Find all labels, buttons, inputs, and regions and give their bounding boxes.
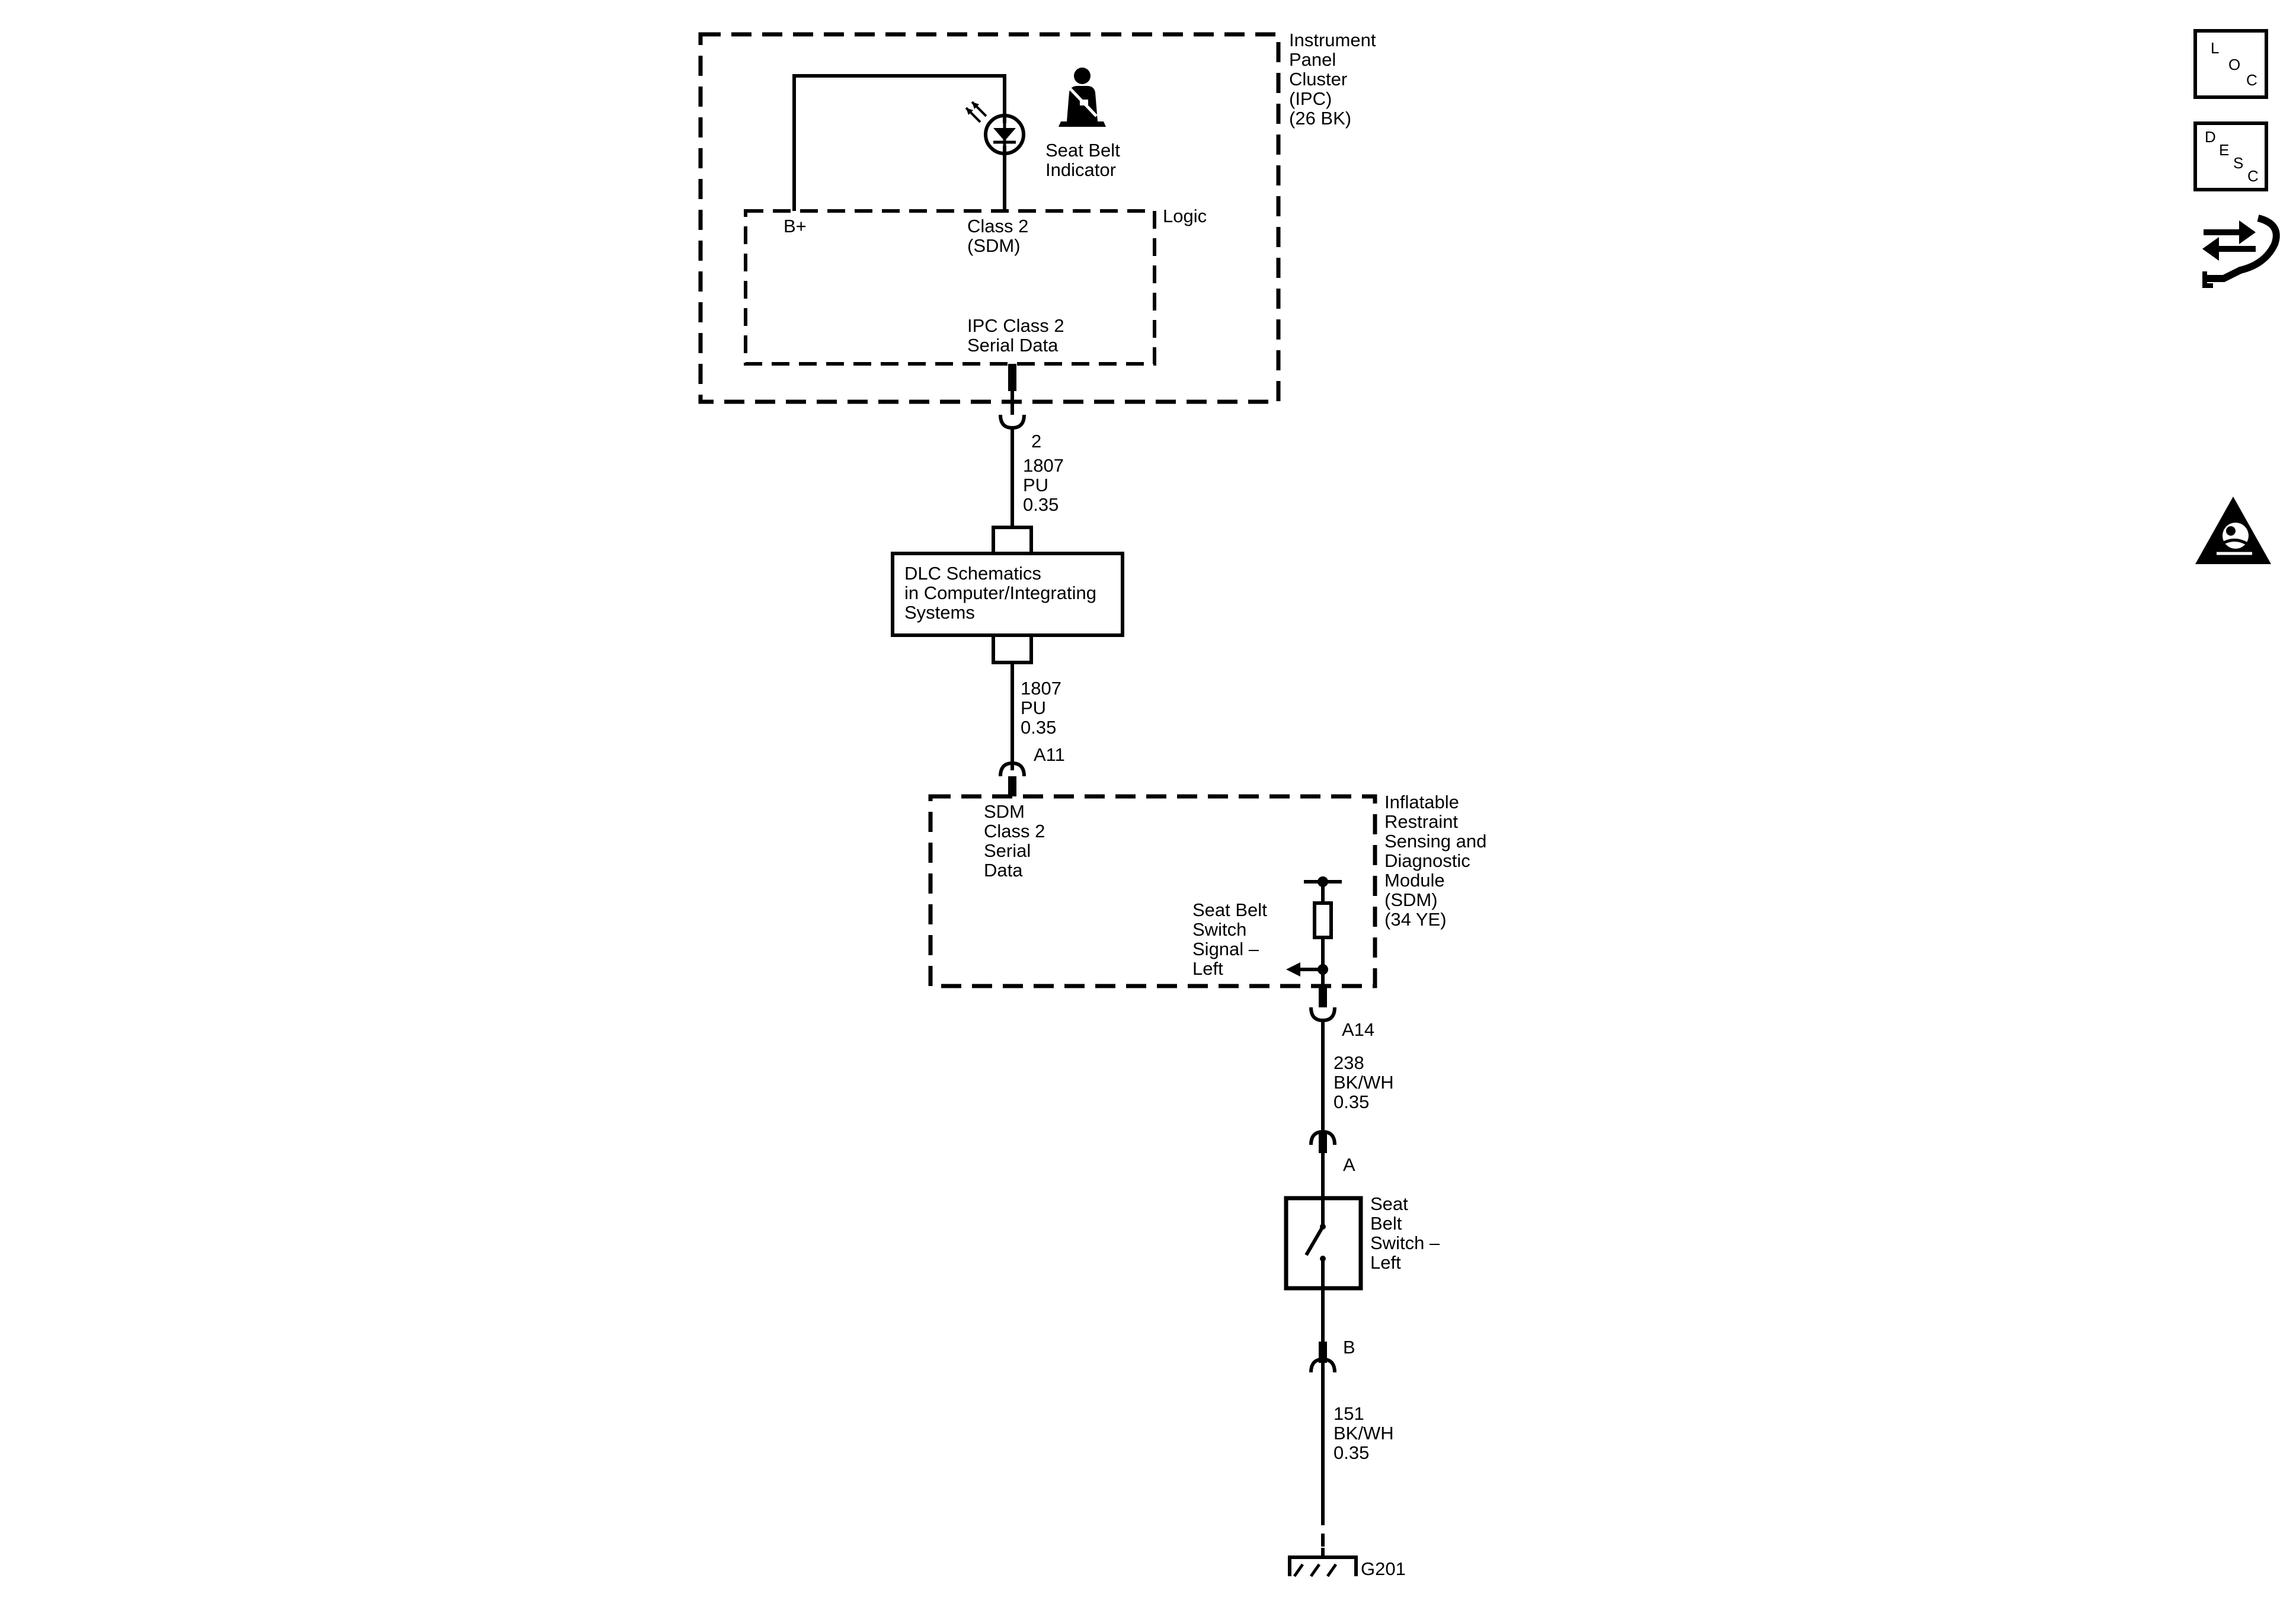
ipc-bplus-label: B+ [784,216,807,236]
airbag-warning-icon[interactable] [2195,497,2271,564]
seat-belt-switch-left: Seat Belt Switch – Left [1284,1193,1445,1291]
connector-b-pin: B [1343,1337,1355,1358]
ipc-class2-label: Class 2 (SDM) [967,216,1034,256]
connector-a-pin: A [1343,1154,1355,1175]
sdm-pullup-resistor [1286,876,1342,986]
sdm-outline [928,794,1377,988]
seat-belt-indicator-lamp [965,101,1025,155]
loc-letter-o: O [2228,56,2240,73]
sdm-serial-label: SDM Class 2 Serial Data [984,801,1050,881]
connector-a11 [999,761,1026,777]
connector-a11-pin: A11 [1034,744,1065,765]
wire-switch-ground-label: 151 BK/WH 0.35 [1334,1403,1399,1463]
wire-switch-to-ground: B 151 BK/WH 0.35 [1309,1288,1399,1548]
desc-button[interactable]: D E S C [2193,121,2268,191]
wire-sdm-to-switch: A14 238 BK/WH 0.35 A [1309,986,1399,1198]
ipc-logic-outline [744,209,1156,366]
wire-sdm-switch-label: 238 BK/WH 0.35 [1334,1052,1399,1112]
connector-b-switch [1309,1357,1336,1373]
connector-a-switch [1309,1129,1336,1145]
connector-2 [999,414,1026,430]
dlc-bottom-bracket [992,635,1033,664]
seat-belt-switch-label: Seat Belt Switch – Left [1370,1193,1445,1273]
loc-letter-l: L [2211,39,2219,57]
wrench-arrows-icon[interactable] [2202,215,2280,288]
wire-dlc-to-sdm: 1807 PU 0.35 A11 [992,635,1067,796]
wire-ipc-dlc-label: 1807 PU 0.35 [1023,455,1069,515]
ipc-serial-label: IPC Class 2 Serial Data [967,315,1069,356]
connector-a14-pin: A14 [1342,1019,1374,1040]
ground-label: G201 [1361,1558,1406,1579]
sdm-switch-signal-label: Seat Belt Switch Signal – Left [1192,900,1272,979]
seat-belt-indicator-label: Seat Belt Indicator [1045,140,1125,180]
ground-g201: G201 [1288,1548,1406,1579]
dlc-box-label: DLC Schematics in Computer/Integrating S… [904,563,1102,623]
desc-letter-c: C [2247,167,2259,185]
ipc-module: Instrument Panel Cluster (IPC) (26 BK) L… [698,30,1381,404]
seat-belt-icon [1059,68,1106,127]
ground-symbol [1288,1555,1358,1576]
connector-2-pin: 2 [1031,431,1041,452]
dlc-top-bracket [992,526,1033,553]
ipc-indicator-wire [792,74,1006,211]
desc-letter-s: S [2233,154,2243,172]
ipc-title: Instrument Panel Cluster (IPC) (26 BK) [1289,30,1381,129]
sdm-title: Inflatable Restraint Sensing and Diagnos… [1384,792,1492,930]
connector-a14 [1309,1007,1336,1023]
loc-letter-c: C [2246,71,2257,89]
wire-ipc-to-dlc: 2 1807 PU 0.35 [992,364,1069,553]
dlc-schematics-box: DLC Schematics in Computer/Integrating S… [891,552,1124,637]
wire-dlc-sdm-label: 1807 PU 0.35 [1021,678,1067,738]
desc-letter-e: E [2219,141,2229,159]
ipc-logic-label: Logic [1163,206,1207,226]
sdm-module: Inflatable Restraint Sensing and Diagnos… [928,792,1492,988]
ipc-outline [698,32,1281,404]
loc-button[interactable]: L O C [2193,29,2268,99]
desc-letter-d: D [2205,128,2216,146]
